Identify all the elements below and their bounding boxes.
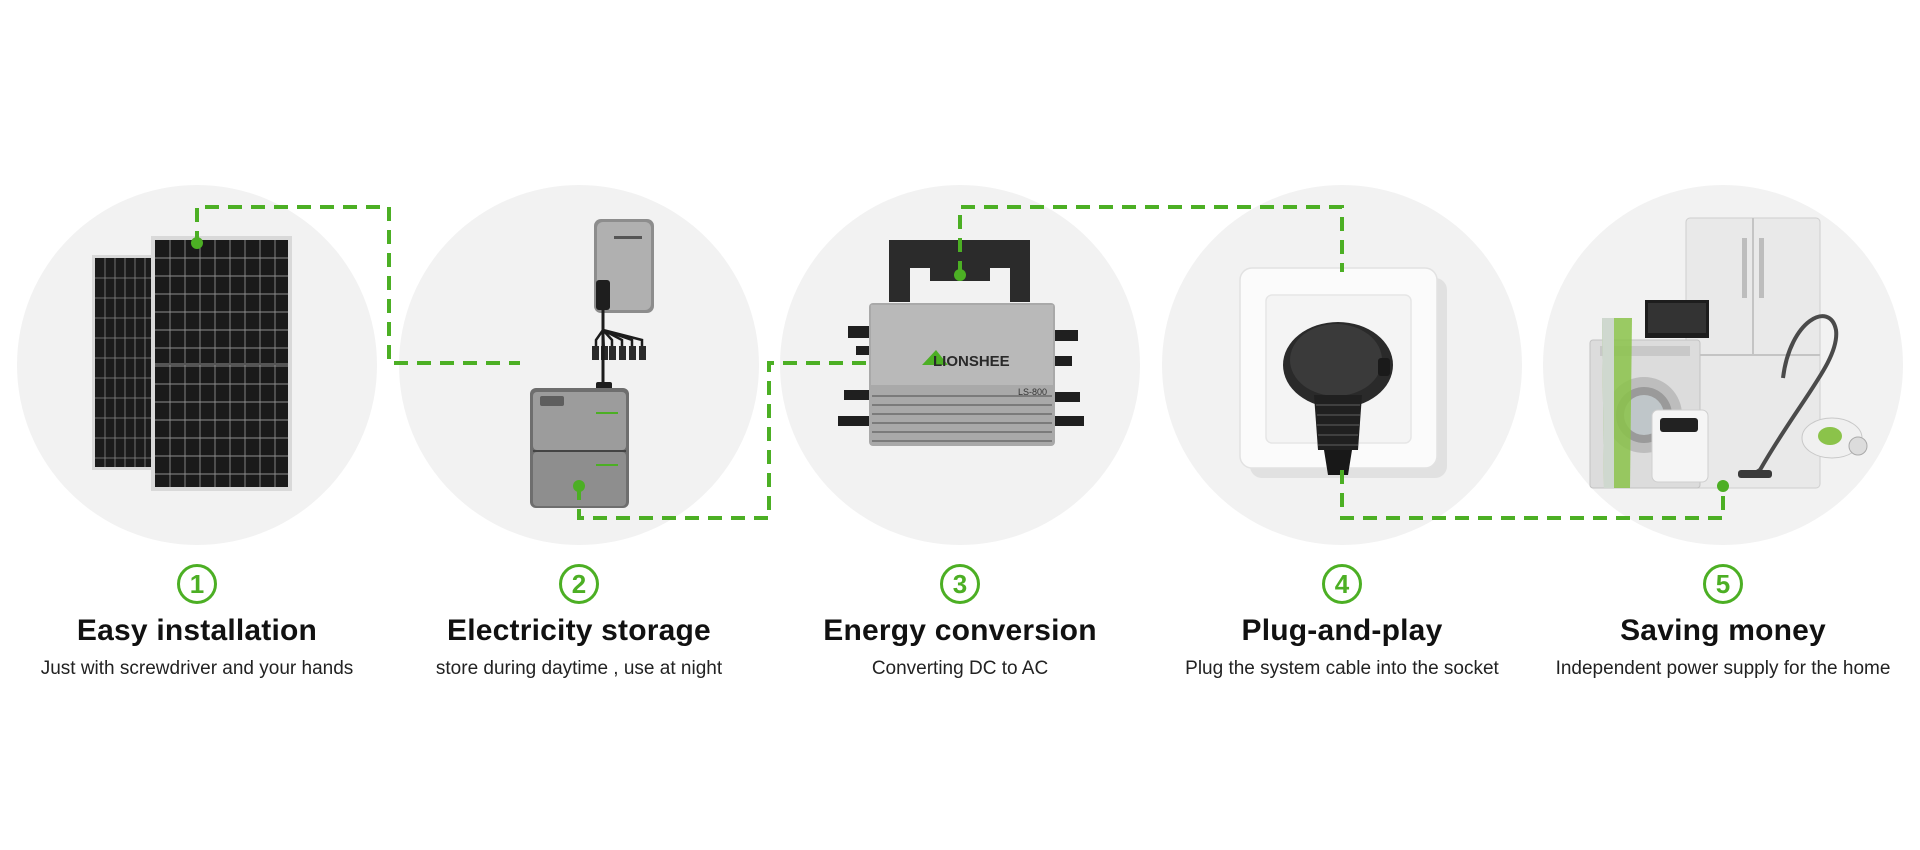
step-number-badge: 4 bbox=[1322, 564, 1362, 604]
inverter-model-label: LS-800 bbox=[1018, 387, 1047, 397]
step-description: Just with screwdriver and your hands bbox=[40, 658, 354, 679]
step-description: store during daytime , use at night bbox=[435, 658, 723, 679]
step-2-caption: 2 Electricity storage store during dayti… bbox=[379, 564, 779, 680]
step-1-caption: 1 Easy installation Just with screwdrive… bbox=[0, 564, 397, 680]
step-description: Converting DC to AC bbox=[871, 658, 1049, 679]
step-5-caption: 5 Saving money Independent power supply … bbox=[1523, 564, 1920, 680]
step-number-badge: 2 bbox=[559, 564, 599, 604]
step-number-badge: 1 bbox=[177, 564, 217, 604]
step-title: Energy conversion bbox=[823, 614, 1097, 647]
step-number-badge: 5 bbox=[1703, 564, 1743, 604]
step-4-caption: 4 Plug-and-play Plug the system cable in… bbox=[1142, 564, 1542, 680]
step-3-caption: 3 Energy conversion Converting DC to AC bbox=[760, 564, 1160, 680]
inverter-logo-text: LIONSHEE bbox=[933, 353, 1010, 370]
battery-storage-icon bbox=[530, 219, 654, 508]
connector-lines bbox=[195, 205, 1725, 520]
wall-socket-icon bbox=[1239, 267, 1447, 478]
solar-panel-icon bbox=[92, 236, 292, 491]
connector-dot-2 bbox=[573, 480, 585, 492]
connector-dot-3 bbox=[954, 269, 966, 281]
home-appliances-icon bbox=[1589, 217, 1868, 489]
step-description: Independent power supply for the home bbox=[1555, 658, 1891, 679]
connector-dot-4 bbox=[1717, 480, 1729, 492]
step-title: Plug-and-play bbox=[1241, 614, 1443, 647]
step-description: Plug the system cable into the socket bbox=[1185, 658, 1499, 679]
connector-dot-1 bbox=[191, 237, 203, 249]
step-number-badge: 3 bbox=[940, 564, 980, 604]
micro-inverter-icon: LIONSHEE LS-800 bbox=[838, 240, 1084, 446]
step-title: Saving money bbox=[1620, 614, 1826, 647]
step-title: Easy installation bbox=[76, 614, 318, 647]
step-title: Electricity storage bbox=[447, 614, 711, 647]
step-2-circle bbox=[399, 185, 759, 545]
